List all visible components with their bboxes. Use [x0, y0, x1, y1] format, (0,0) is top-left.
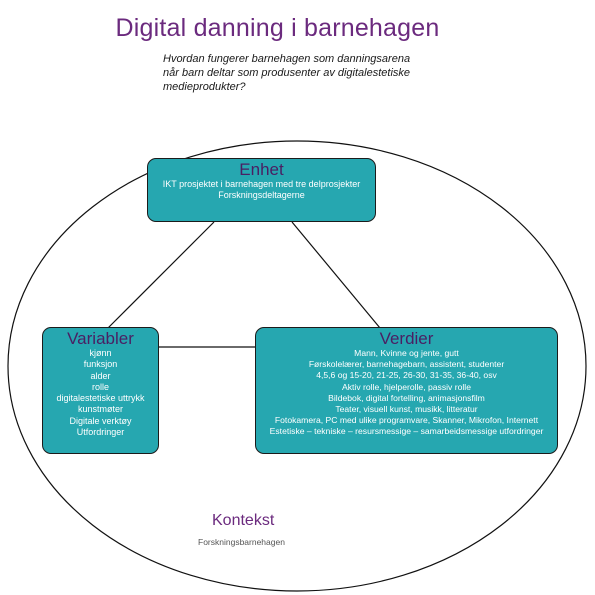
research-question-line: medieprodukter? [163, 81, 246, 93]
variabler-box: Variabler kjønn funksjon alder rolle dig… [42, 327, 159, 454]
variabler-line: kjønn [89, 348, 112, 358]
verdier-line: 4,5,6 og 15-20, 21-25, 26-30, 31-35, 36-… [316, 370, 497, 381]
kontekst-subtitle: Forskningsbarnehagen [198, 537, 285, 547]
kontekst-heading: Kontekst [212, 512, 275, 529]
research-question: Hvordan fungerer barnehagen som dannings… [163, 52, 463, 94]
variabler-line: digitalestetiske uttrykk [56, 393, 145, 404]
verdier-line: Førskolelærer, barnehagebarn, assistent,… [308, 359, 505, 370]
variabler-line: funksjon [83, 359, 118, 370]
verdier-heading: Verdier [379, 329, 434, 348]
context-ellipse [7, 140, 587, 592]
enhet-line: IKT prosjektet i barnehagen med tre delp… [162, 179, 361, 189]
connector-enhet-variabler [107, 221, 215, 329]
verdier-box: Verdier Mann, Kvinne og jente, gutt Førs… [255, 327, 558, 454]
verdier-line: Teater, visuell kunst, musikk, litteratu… [335, 404, 478, 415]
verdier-line: Bildebok, digital fortelling, animasjons… [328, 392, 485, 403]
variabler-line: rolle [91, 381, 109, 392]
enhet-box: Enhet IKT prosjektet i barnehagen med tr… [147, 158, 376, 222]
verdier-line: Fotokamera, PC med ulike programvare, Sk… [274, 415, 539, 426]
variabler-heading: Variabler [67, 329, 134, 348]
research-question-line: Hvordan fungerer barnehagen som dannings… [163, 53, 411, 65]
connector-enhet-verdier [291, 221, 381, 329]
verdier-line: Mann, Kvinne og jente, gutt [354, 348, 459, 358]
variabler-line: alder [90, 370, 111, 381]
variabler-line: kunstmøter [77, 404, 123, 415]
research-question-line: når barn deltar som produsenter av digit… [163, 67, 411, 79]
verdier-line: Aktiv rolle, hjelperolle, passiv rolle [342, 381, 471, 392]
variabler-line: Utfordringer [76, 427, 125, 438]
variabler-line: Digitale verktøy [69, 415, 132, 426]
diagram-title: Digital danning i barnehagen [115, 14, 440, 42]
enhet-heading: Enhet [239, 160, 284, 179]
enhet-line: Forskningsdeltagerne [218, 190, 305, 201]
verdier-line: Estetiske – tekniske – resursmessige – s… [269, 426, 544, 437]
